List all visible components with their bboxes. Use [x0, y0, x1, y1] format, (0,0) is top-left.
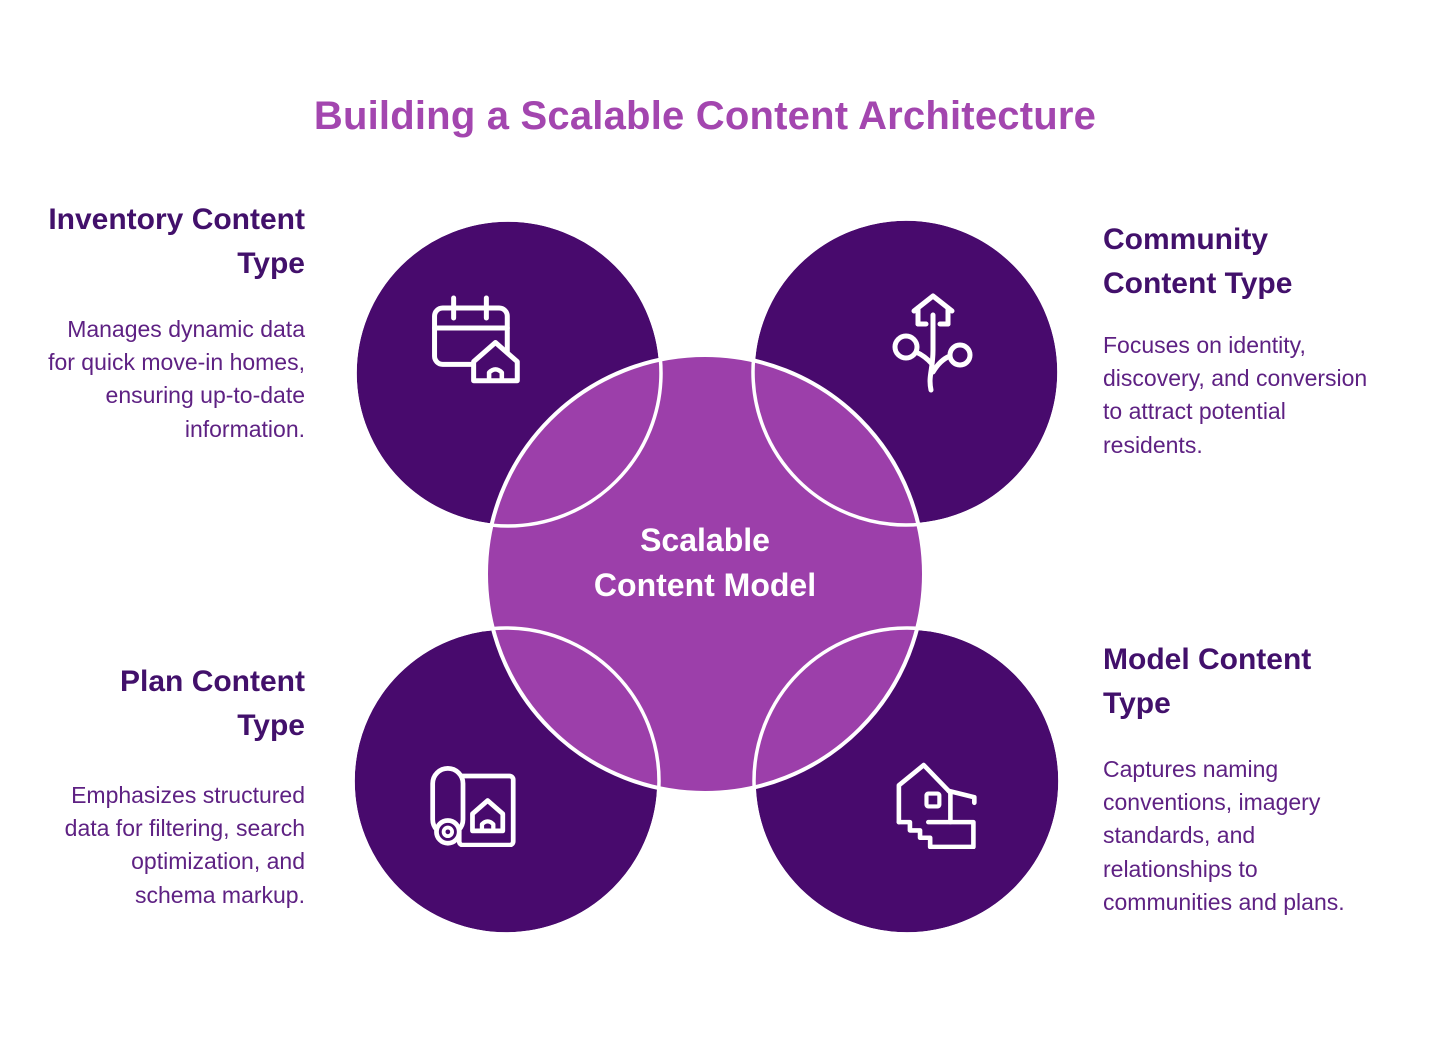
plan-description: Emphasizes structured data for filtering…: [64, 781, 305, 908]
community-heading: Community Content Type: [1103, 223, 1293, 301]
inventory-heading: Inventory Content Type: [48, 203, 305, 281]
model-circle-outline: [752, 626, 1062, 936]
model-heading: Model Content Type: [1103, 643, 1312, 721]
plan-text-block: Plan Content Type Emphasizes structured …: [45, 660, 305, 912]
community-circle-outline: [751, 217, 1061, 527]
community-growth-icon: [892, 293, 973, 393]
community-text-block: Community Content Type Focuses on identi…: [1103, 218, 1369, 462]
inventory-circle-outline: [353, 218, 663, 528]
plan-circle-outline: [351, 626, 661, 936]
inventory-description: Manages dynamic data for quick move-in h…: [48, 315, 305, 442]
calendar-home-icon: [432, 295, 520, 384]
center-circle-label: Scalable Content Model: [505, 518, 905, 609]
blueprint-house-icon: [430, 766, 516, 847]
community-description: Focuses on identity, discovery, and conv…: [1103, 331, 1368, 458]
center-label-line1: Scalable: [640, 522, 770, 558]
inventory-text-block: Inventory Content Type Manages dynamic d…: [45, 198, 305, 446]
model-description: Captures naming conventions, imagery sta…: [1103, 755, 1345, 916]
model-house-icon: [896, 762, 977, 849]
center-label-line2: Content Model: [593, 567, 817, 604]
model-text-block: Model Content Type Captures naming conve…: [1103, 638, 1375, 920]
center-circle: [484, 353, 926, 795]
page-title: Building a Scalable Content Architecture: [313, 94, 1097, 138]
plan-heading: Plan Content Type: [120, 665, 305, 743]
